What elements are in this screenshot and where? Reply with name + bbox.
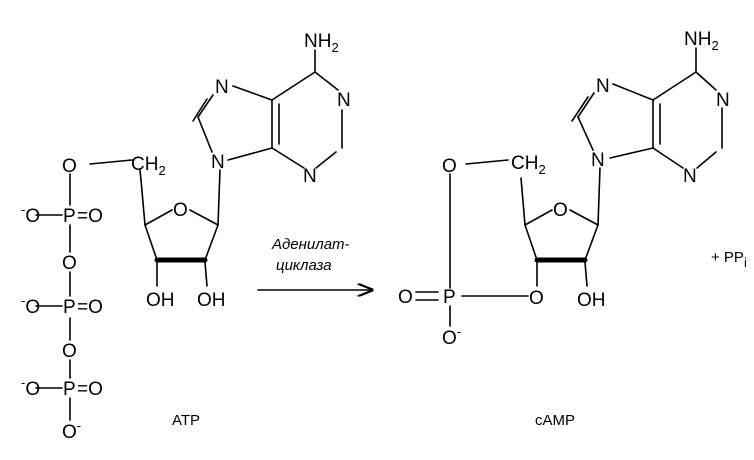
atp-caption: ATP (172, 412, 200, 429)
atp-adenine (192, 49, 343, 169)
atp-n7-label: N (215, 77, 229, 98)
camp-oxyanion: O- (442, 324, 461, 349)
camp-amine-group: NH2 (684, 29, 719, 53)
atp-bridge-oxygen-2: O (62, 253, 77, 274)
atp-phosphate-chain (35, 173, 71, 421)
atp-alpha-double-o: =O (77, 206, 103, 227)
camp-2-hydroxyl: OH (577, 290, 606, 311)
enzyme-label-line2: циклаза (276, 257, 332, 274)
camp-3-oxygen: O (529, 288, 544, 309)
camp-phosphorus: P (443, 287, 456, 308)
camp-caption: cAMP (535, 412, 575, 429)
enzyme-label-line1: Аденилат- (271, 236, 350, 253)
atp-phosphorus-beta: P (63, 297, 76, 318)
atp-gamma-oxyanion: -O (21, 375, 40, 400)
atp-gamma-double-o: =O (77, 379, 103, 400)
camp-5-oxygen: O (442, 156, 457, 177)
atp-bridge-oxygen-1: O (62, 156, 77, 177)
atp-amine-group: NH2 (304, 31, 339, 55)
camp-ring-oxygen: O (553, 200, 568, 221)
camp-n9-label: N (591, 150, 605, 171)
atp-phosphorus-gamma: P (63, 379, 76, 400)
atp-molecule (35, 49, 343, 421)
atp-3-hydroxyl: OH (146, 290, 175, 311)
camp-n1-label: N (716, 90, 730, 111)
camp-ch2-group: CH2 (511, 153, 546, 177)
atp-beta-double-o: =O (77, 297, 103, 318)
camp-n3-label: N (683, 166, 697, 187)
atp-2-hydroxyl: OH (197, 290, 226, 311)
camp-molecule (415, 47, 723, 327)
atp-ribose (89, 159, 221, 287)
camp-ribose (465, 159, 601, 287)
camp-double-o: O (398, 287, 413, 308)
atp-n1-label: N (337, 90, 351, 111)
camp-adenine (571, 47, 723, 169)
pyrophosphate-label: + PPi (711, 249, 747, 270)
atp-terminal-oxyanion: O- (62, 418, 81, 443)
atp-ring-oxygen: O (173, 200, 188, 221)
atp-n9-label: N (211, 152, 225, 173)
camp-cyclic-phosphate (415, 173, 529, 327)
atp-alpha-oxyanion: -O (21, 202, 40, 227)
atp-bridge-oxygen-3: O (62, 341, 77, 362)
atp-beta-oxyanion: -O (21, 293, 40, 318)
camp-n7-label: N (596, 76, 610, 97)
atp-n3-label: N (303, 166, 317, 187)
atp-phosphorus-alpha: P (63, 206, 76, 227)
atp-ch2-group: CH2 (131, 154, 166, 178)
